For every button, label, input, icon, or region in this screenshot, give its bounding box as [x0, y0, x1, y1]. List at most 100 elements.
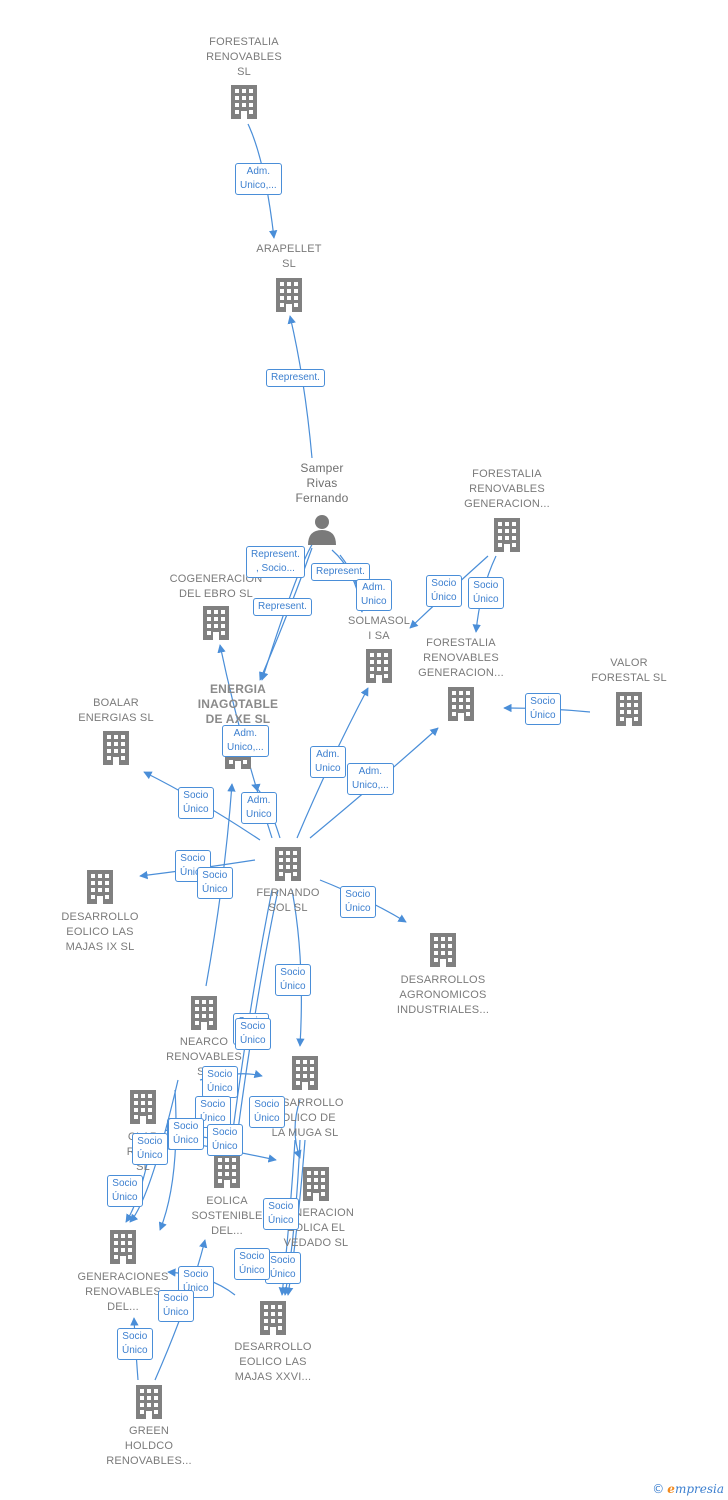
relation-badge[interactable]: Adm.Unico,... — [235, 163, 282, 195]
empresia-logo[interactable]: ©empresia — [652, 1482, 724, 1496]
node-label-line: INAGOTABLE — [197, 697, 279, 711]
node-label-line: DEL EBRO SL — [179, 588, 253, 600]
person-icon[interactable] — [308, 515, 336, 545]
node-label-line: I SA — [368, 630, 390, 642]
relation-badge[interactable]: Adm. Unico — [356, 579, 392, 611]
building-icon[interactable] — [214, 1154, 240, 1188]
building-icon[interactable] — [203, 606, 229, 640]
relation-badge-line: Único — [202, 884, 228, 895]
building-icon[interactable] — [231, 85, 257, 119]
building-icon[interactable] — [103, 731, 129, 765]
relation-badge[interactable]: Adm.Unico — [241, 792, 277, 824]
building-icon[interactable] — [303, 1167, 329, 1201]
relation-badge[interactable]: Represent. — [311, 563, 370, 581]
node-label-nearco[interactable]: NEARCORENOVABLESSL — [134, 1035, 274, 1080]
building-icon[interactable] — [616, 692, 642, 726]
edge-fernando_sol-to-eolica_sostenible — [232, 889, 279, 1146]
building-icon[interactable] — [130, 1090, 156, 1124]
building-icon[interactable] — [430, 933, 456, 967]
relation-badge-line: Represent. — [258, 601, 307, 612]
building-icon[interactable] — [275, 847, 301, 881]
node-label-line: DE AXE SL — [205, 712, 271, 726]
relation-badge-line: Unico,... — [227, 742, 264, 753]
relation-badge-line: Adm. — [316, 749, 340, 760]
relation-badge[interactable]: Adm.Unico,... — [222, 725, 269, 757]
relation-badge-line: Socio — [173, 1121, 199, 1132]
building-icon[interactable] — [110, 1230, 136, 1264]
building-icon[interactable] — [136, 1385, 162, 1419]
node-label-line: FORESTALIA — [472, 468, 542, 480]
building-icon[interactable] — [191, 996, 217, 1030]
relation-badge[interactable]: Adm. Unico — [310, 746, 346, 778]
relation-badge-line: Único — [431, 592, 457, 603]
node-label-line: FORESTALIA — [426, 637, 496, 649]
relation-badge[interactable]: Adm.Unico,... — [347, 763, 394, 795]
building-icon[interactable] — [260, 1301, 286, 1335]
building-icon[interactable] — [494, 518, 520, 552]
relation-badge-line: Adm. — [362, 582, 386, 593]
relation-badge-line: Unico — [361, 596, 387, 607]
relation-badge-line: Único — [280, 981, 306, 992]
logo-text: mpresia — [674, 1482, 724, 1496]
relation-badge-line: Unico,... — [240, 180, 277, 191]
relation-badge[interactable]: Represent., Socio... — [246, 546, 305, 578]
node-label-line: VALOR — [610, 657, 648, 669]
relation-badge-line: Único — [183, 804, 209, 815]
building-icon[interactable] — [87, 870, 113, 904]
building-icon[interactable] — [366, 649, 392, 683]
node-label-line: RENOVABLES — [206, 51, 282, 63]
node-label-line: BOALAR — [93, 697, 139, 709]
node-label-line: GENERACION... — [464, 498, 550, 510]
building-icon[interactable] — [448, 687, 474, 721]
node-label-line: DESARROLLO — [266, 1097, 344, 1109]
relation-badge-line: Socio — [212, 1127, 238, 1138]
node-label-line: Fernando — [295, 491, 349, 505]
relation-badge[interactable]: Represent. — [266, 369, 325, 387]
node-label-line: INDUSTRIALES... — [396, 1004, 490, 1016]
building-icon[interactable] — [276, 278, 302, 312]
relation-badge-line: Unico — [315, 763, 341, 774]
building-icon[interactable] — [292, 1056, 318, 1090]
copyright-symbol: © — [652, 1482, 665, 1496]
relation-badge[interactable]: Represent. — [253, 598, 312, 616]
